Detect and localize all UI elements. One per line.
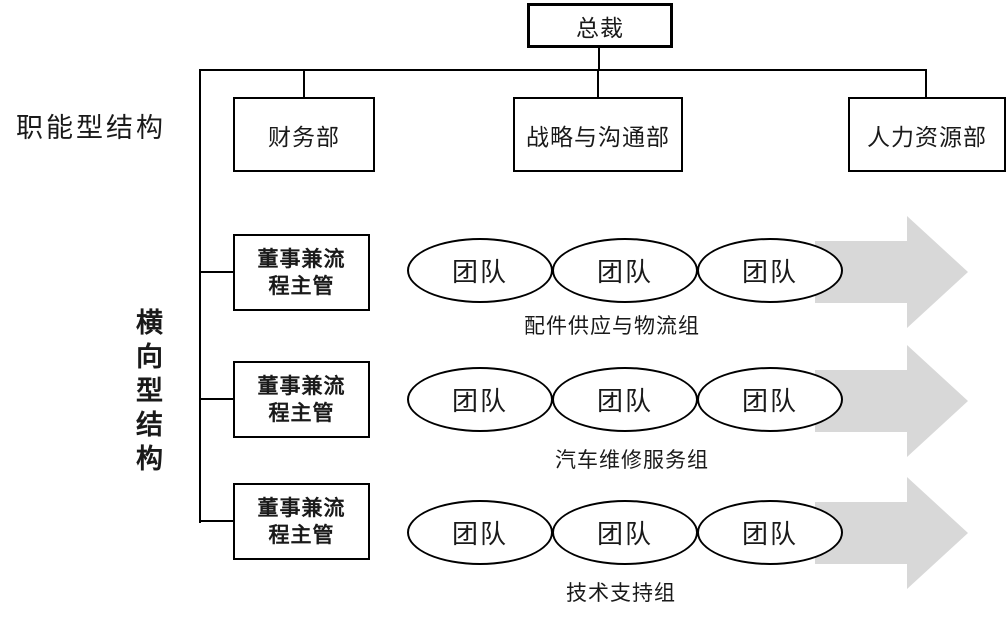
manager-box-row2-label: 董事兼流 程主管	[257, 373, 346, 425]
dept-box-finance-label: 财务部	[268, 124, 340, 150]
team-ellipse: 团队	[697, 367, 843, 432]
connector-row1-branch	[199, 271, 233, 273]
team-ellipse: 团队	[407, 500, 553, 565]
connector-row2-branch	[199, 398, 233, 400]
connector-drop-strategy	[597, 69, 599, 97]
team-ellipse-label: 团队	[451, 387, 508, 416]
connector-ceo-drop	[598, 47, 600, 71]
dept-box-human-resources: 人力资源部	[848, 97, 1006, 172]
team-ellipse-label: 团队	[451, 258, 508, 287]
right-arrow-icon	[815, 477, 968, 589]
manager-box-row2: 董事兼流 程主管	[233, 361, 370, 438]
connector-left-spine	[199, 69, 201, 523]
team-ellipse: 团队	[552, 367, 698, 432]
connector-drop-finance	[303, 69, 305, 97]
team-ellipse-label: 团队	[451, 520, 508, 549]
team-ellipse-label: 团队	[741, 520, 798, 549]
team-ellipse-label: 团队	[596, 258, 653, 287]
team-ellipse: 团队	[407, 238, 553, 303]
manager-box-row1: 董事兼流 程主管	[233, 234, 370, 311]
team-ellipse: 团队	[407, 367, 553, 432]
team-ellipse: 团队	[552, 500, 698, 565]
connector-drop-hr	[925, 69, 927, 97]
dept-box-strategy-communication: 战略与沟通部	[513, 97, 683, 172]
team-ellipse: 团队	[697, 500, 843, 565]
functional-structure-label: 职能型结构	[16, 113, 166, 143]
right-arrow-icon	[815, 216, 968, 328]
connector-top-horizontal	[199, 69, 927, 71]
team-ellipse-label: 团队	[596, 520, 653, 549]
ceo-box: 总裁	[527, 3, 673, 48]
connector-row3-branch	[199, 520, 233, 522]
group-label-row3: 技术支持组	[566, 581, 676, 605]
team-ellipse-label: 团队	[741, 258, 798, 287]
manager-box-row3: 董事兼流 程主管	[233, 483, 370, 560]
dept-box-finance: 财务部	[233, 97, 375, 172]
ceo-box-label: 总裁	[576, 15, 624, 41]
team-ellipse-label: 团队	[596, 387, 653, 416]
dept-box-strategy-communication-label: 战略与沟通部	[526, 124, 670, 150]
team-ellipse: 团队	[697, 238, 843, 303]
horizontal-structure-label: 横向型结构	[132, 308, 162, 478]
team-ellipse: 团队	[552, 238, 698, 303]
right-arrow-icon	[815, 345, 968, 457]
group-label-row1: 配件供应与物流组	[524, 314, 700, 338]
group-label-row2: 汽车维修服务组	[555, 448, 709, 472]
team-ellipse-label: 团队	[741, 387, 798, 416]
manager-box-row3-label: 董事兼流 程主管	[257, 495, 346, 547]
dept-box-human-resources-label: 人力资源部	[867, 124, 987, 150]
manager-box-row1-label: 董事兼流 程主管	[257, 246, 346, 298]
